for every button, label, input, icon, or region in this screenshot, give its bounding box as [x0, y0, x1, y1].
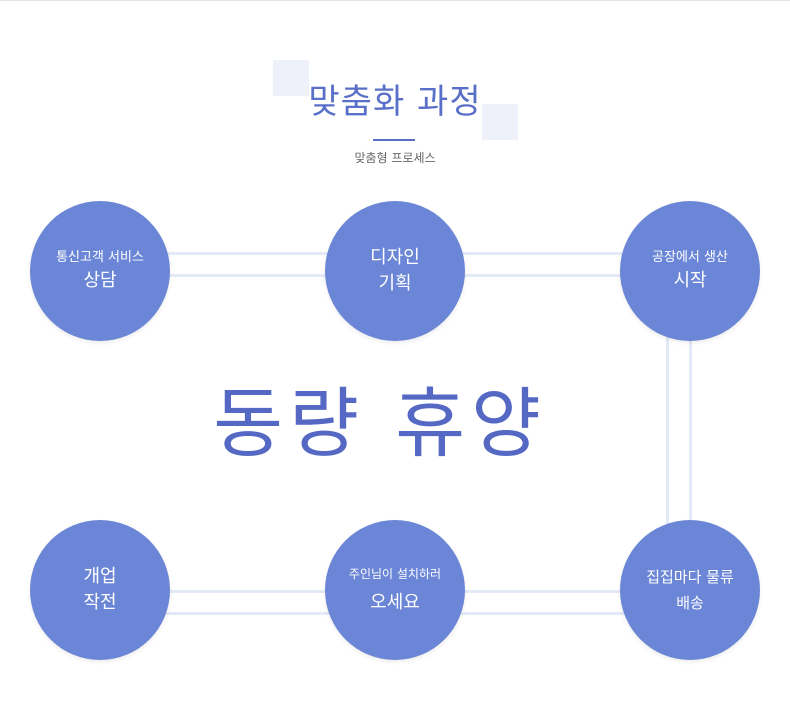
step-delivery: 집집마다 물류 배송 — [620, 520, 760, 660]
step-title: 기획 — [378, 273, 412, 294]
step-label: 통신고객 서비스 — [56, 250, 144, 265]
step-consultation: 통신고객 서비스 상담 — [30, 201, 170, 341]
step-installation: 주인님이 설치하러 오세요 — [325, 520, 465, 660]
top-divider — [0, 0, 790, 1]
connector-line — [689, 300, 692, 560]
step-title: 오세요 — [370, 592, 420, 613]
step-title: 배송 — [676, 594, 704, 612]
step-label: 공장에서 생산 — [652, 250, 728, 265]
step-title: 상담 — [83, 270, 117, 291]
step-label: 개업 — [83, 566, 117, 587]
page-subtitle: 맞춤형 프로세스 — [354, 151, 436, 165]
step-title: 작전 — [83, 592, 117, 613]
connector-line — [666, 300, 669, 560]
decor-square — [482, 104, 518, 140]
step-opening: 개업 작전 — [30, 520, 170, 660]
step-production: 공장에서 생산 시작 — [620, 201, 760, 341]
step-title: 시작 — [673, 270, 707, 291]
step-label: 집집마다 물류 — [646, 568, 734, 586]
title-underline — [373, 139, 415, 141]
step-design: 디자인 기획 — [325, 201, 465, 341]
step-label: 주인님이 설치하러 — [348, 567, 442, 581]
page-title: 맞춤화 과정 — [308, 82, 482, 122]
step-label: 디자인 — [370, 247, 420, 268]
center-heading: 동량 휴양 — [213, 379, 547, 468]
decor-square — [273, 60, 309, 96]
